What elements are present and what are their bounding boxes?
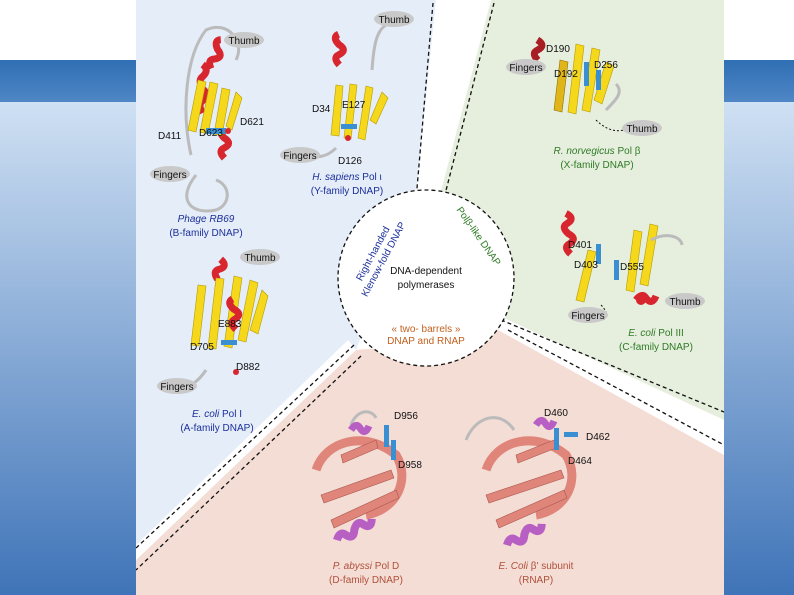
a-caption-rest: Pol I <box>219 409 242 420</box>
a-residue-2: D705 <box>190 342 214 353</box>
x-caption-italic: R. norvegicus <box>554 146 615 157</box>
y-caption-rest: Pol ι <box>360 172 382 183</box>
x-caption-name: R. norvegicus Pol β <box>554 146 641 157</box>
c-caption-italic: E. coli <box>628 328 656 339</box>
d-caption-name: P. abyssi Pol D <box>333 561 400 572</box>
rnap-residue-1: D460 <box>544 408 568 419</box>
b-caption-family: (B-family DNAP) <box>169 228 242 239</box>
x-thumb-label: Thumb <box>626 124 658 135</box>
c-residue-1: D401 <box>568 240 592 251</box>
b-fingers-label: Fingers <box>153 170 186 181</box>
rnap-residue-3: D464 <box>568 456 592 467</box>
y-fingers-label: Fingers <box>283 151 316 162</box>
rnap-caption-italic: E. Coli <box>499 561 529 572</box>
b-thumb-label: Thumb <box>228 36 260 47</box>
a-caption-family: (A-family DNAP) <box>180 423 253 434</box>
c-caption-rest: Pol III <box>655 328 683 339</box>
a-residue-1: E883 <box>218 319 242 330</box>
b-residue-1: D411 <box>158 131 182 142</box>
b-caption-name: Phage RB69 <box>178 214 235 225</box>
y-residue-1: D34 <box>312 104 331 115</box>
rnap-caption-name: E. Coli β' subunit <box>499 561 574 572</box>
center-bottom-line1: « two- barrels » <box>392 324 461 335</box>
rnap-caption-family: (RNAP) <box>519 575 553 586</box>
d-caption-rest: Pol D <box>372 561 399 572</box>
x-residue-1: D190 <box>546 44 570 55</box>
x-residue-2: D192 <box>554 69 578 80</box>
d-residue-2: D958 <box>398 460 422 471</box>
a-thumb-label: Thumb <box>244 253 276 264</box>
b-residue-2: D623 <box>199 128 223 139</box>
x-residue-3: D256 <box>594 60 618 71</box>
y-caption-name: H. sapiens Pol ι <box>312 172 381 183</box>
c-fingers-label: Fingers <box>571 311 604 322</box>
y-caption-italic: H. sapiens <box>312 172 359 183</box>
y-residue-3: D126 <box>338 156 362 167</box>
c-caption-family: (C-family DNAP) <box>619 342 693 353</box>
a-residue-3: D882 <box>236 362 260 373</box>
b-caption-text: Phage RB69 <box>178 214 235 225</box>
b-residue-3: D621 <box>240 117 264 128</box>
y-caption-family: (Y-family DNAP) <box>311 186 383 197</box>
c-thumb-label: Thumb <box>669 297 701 308</box>
x-caption-rest: Pol β <box>615 146 641 157</box>
y-thumb-label: Thumb <box>378 15 410 26</box>
c-residue-3: D555 <box>620 262 644 273</box>
c-residue-2: D403 <box>574 260 598 271</box>
rnap-caption-rest: β' subunit <box>528 561 574 572</box>
a-caption-name: E. coli Pol I <box>192 409 242 420</box>
center-title-line1: DNA-dependent <box>390 266 462 277</box>
x-caption-family: (X-family DNAP) <box>560 160 633 171</box>
x-fingers-label: Fingers <box>509 63 542 74</box>
d-residue-1: D956 <box>394 411 418 422</box>
center-title-line2: polymerases <box>398 280 455 291</box>
rnap-residue-2: D462 <box>586 432 610 443</box>
a-caption-italic: E. coli <box>192 409 220 420</box>
center-bottom-line2: DNAP and RNAP <box>387 336 465 347</box>
d-caption-italic: P. abyssi <box>333 561 373 572</box>
c-caption-name: E. coli Pol III <box>628 328 684 339</box>
a-fingers-label: Fingers <box>160 382 193 393</box>
polymerase-figure: DNA-dependent polymerases « two- barrels… <box>136 0 724 595</box>
y-residue-2: E127 <box>342 100 366 111</box>
d-caption-family: (D-family DNAP) <box>329 575 403 586</box>
